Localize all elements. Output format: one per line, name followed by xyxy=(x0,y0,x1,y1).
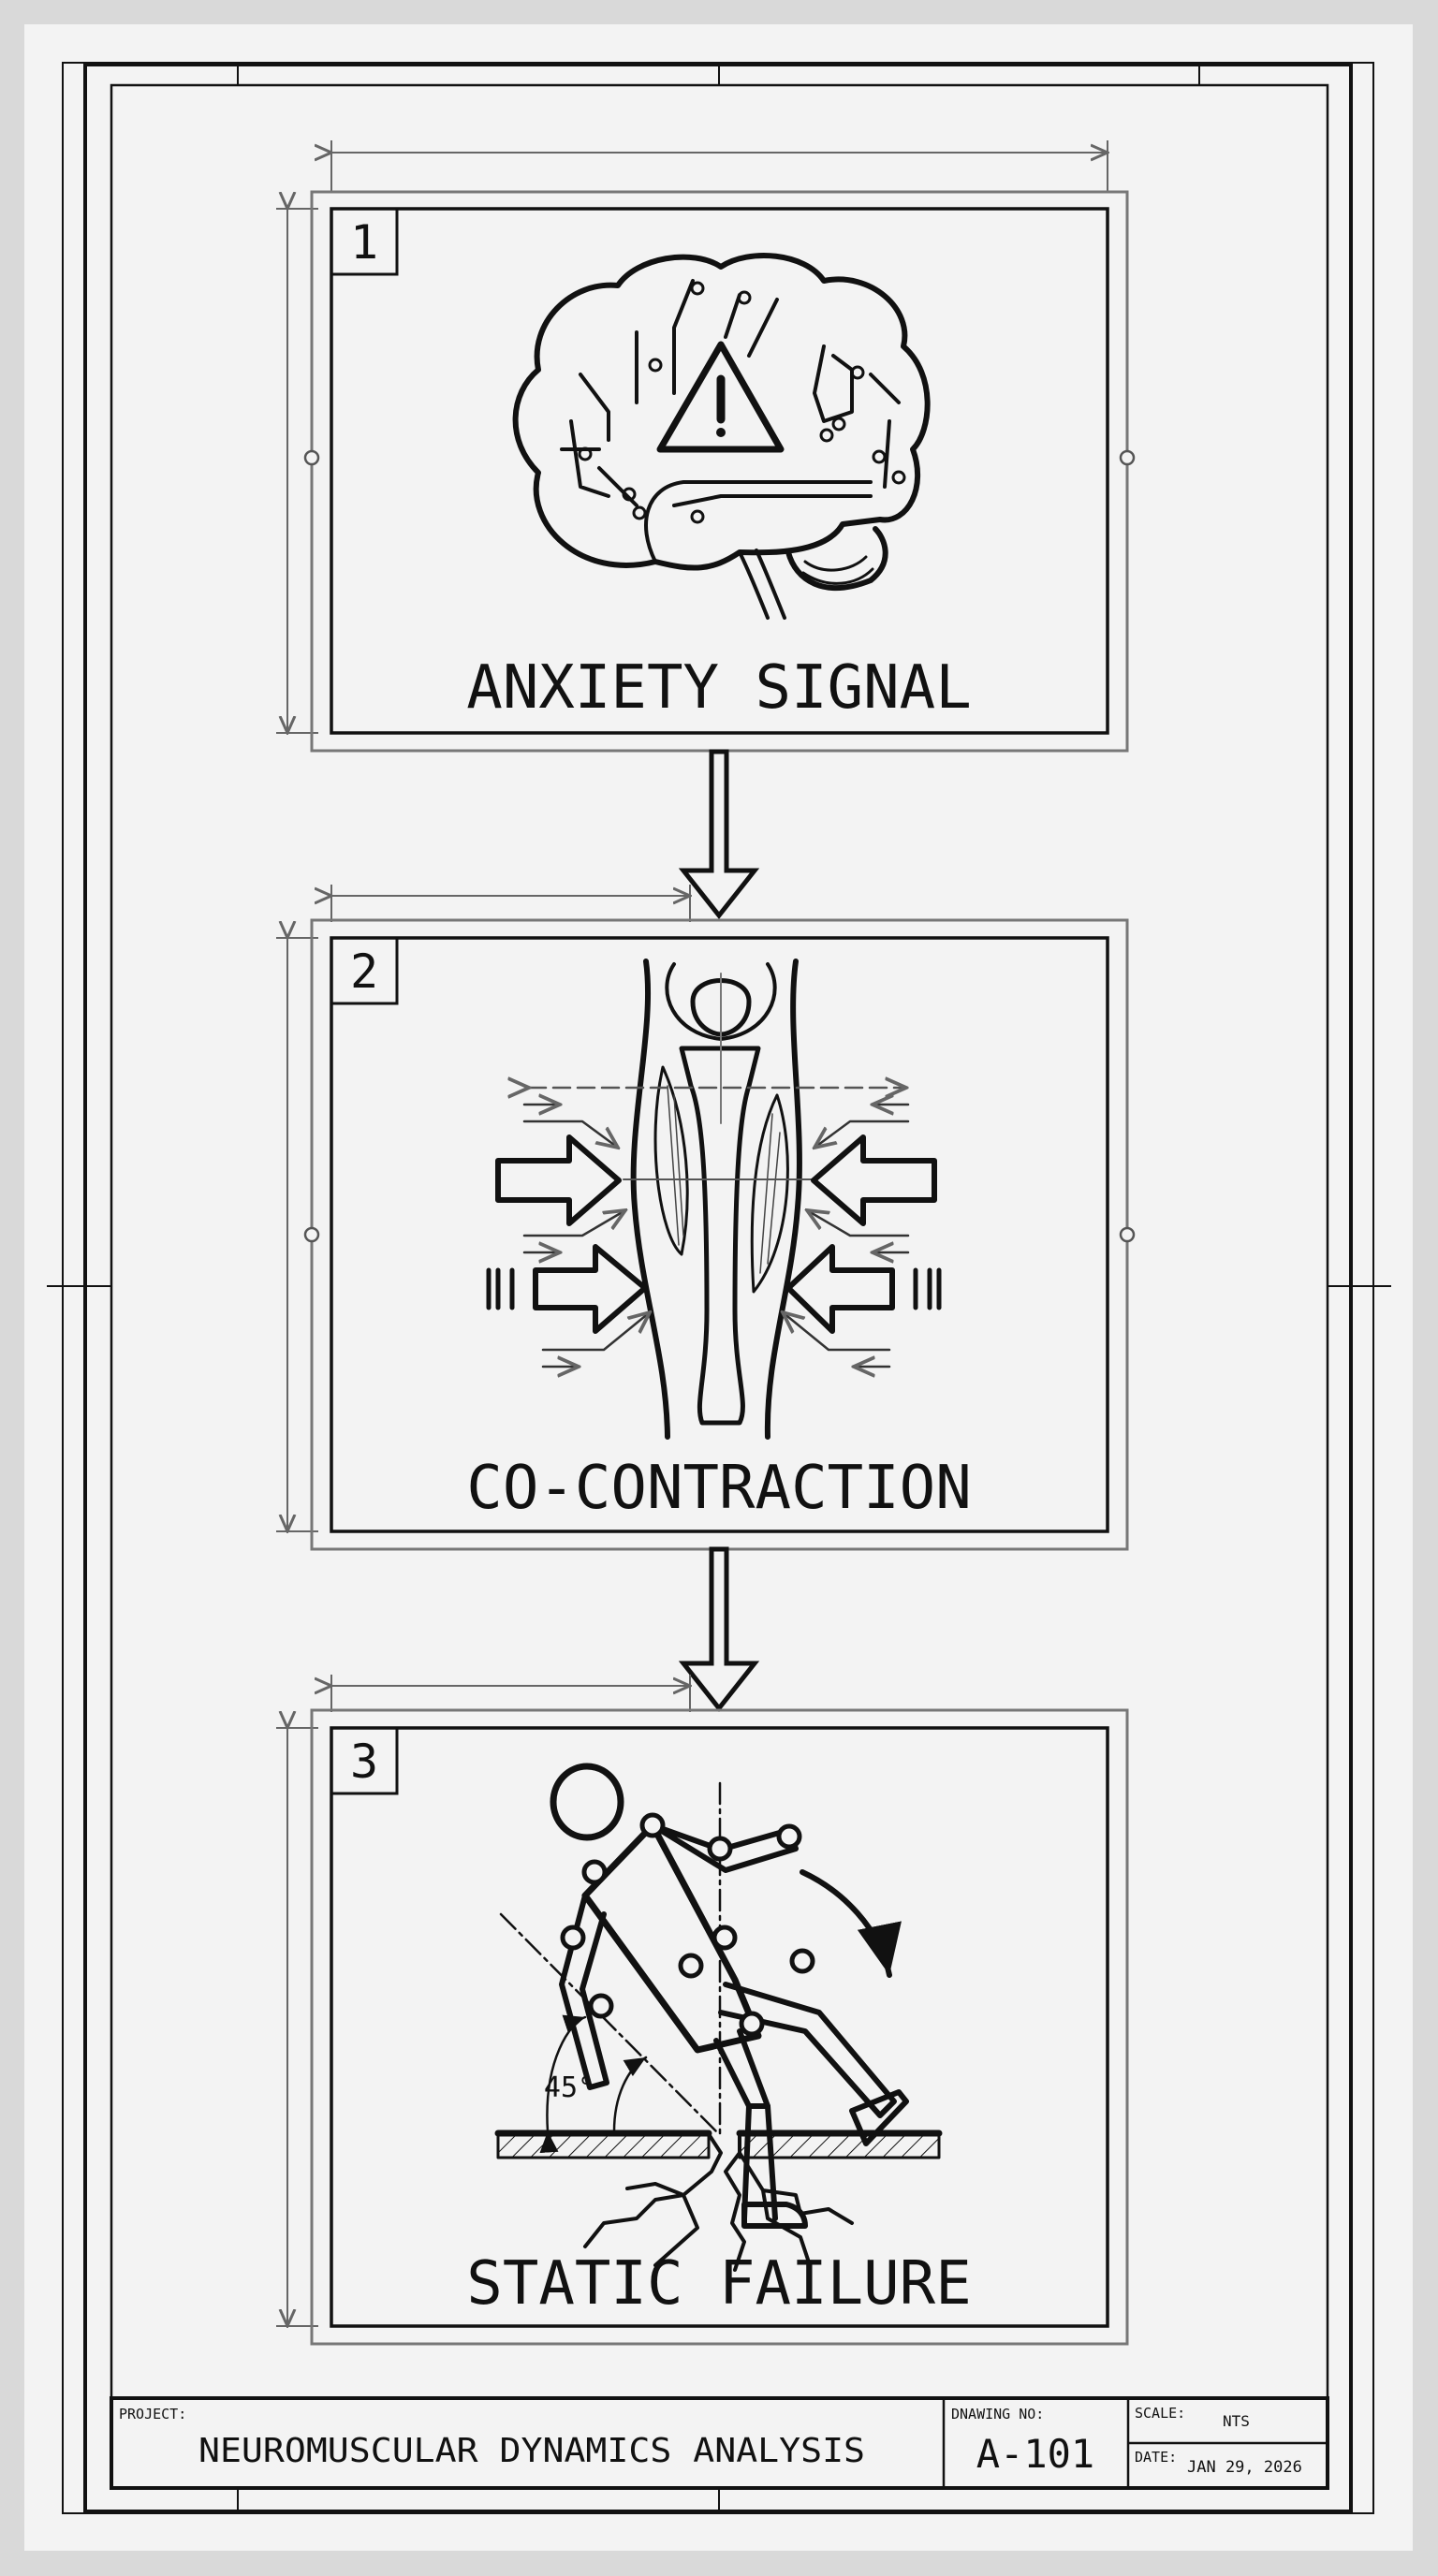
panel-label: ANXIETY SIGNAL xyxy=(466,653,971,723)
panel-number: 3 xyxy=(350,1734,378,1789)
flow-arrow-down-icon xyxy=(678,749,760,920)
panel-number-box xyxy=(330,207,399,276)
falling-figure-icon xyxy=(494,1763,943,2272)
project-label: PROJECT: xyxy=(119,2406,186,2422)
panel-1: 1 ANXIETY SIGNAL xyxy=(276,140,1136,753)
fall-direction-arrow-icon xyxy=(800,1869,902,1978)
date-label: DATE: xyxy=(1135,2449,1177,2466)
panel-number: 1 xyxy=(350,215,378,270)
panel-3: 3 xyxy=(276,1675,1129,2346)
brain-warning-icon xyxy=(512,253,931,620)
drawing-no-label: DNAWING NO: xyxy=(951,2406,1044,2422)
title-block: PROJECT: NEUROMUSCULAR DYNAMICS ANALYSIS… xyxy=(110,2396,1329,2490)
panel-number-box xyxy=(330,1726,399,1795)
panel-number: 2 xyxy=(350,944,378,999)
project-name: NEUROMUSCULAR DYNAMICS ANALYSIS xyxy=(198,2432,865,2470)
date-value: JAN 29, 2026 xyxy=(1187,2458,1302,2477)
leg-muscle-compression-icon xyxy=(486,959,942,1440)
flow-arrow-down-icon xyxy=(678,1546,760,1713)
scale-value: NTS xyxy=(1223,2412,1250,2430)
drawing-border xyxy=(47,62,1391,2514)
drawing-no: A-101 xyxy=(976,2431,1094,2477)
scale-label: SCALE: xyxy=(1135,2405,1185,2422)
panel-label: STATIC FAILURE xyxy=(466,2249,971,2319)
panel-label: CO-CONTRACTION xyxy=(466,1454,971,1523)
panel-number-box xyxy=(330,936,399,1005)
angle-label: 45° xyxy=(544,2071,594,2104)
